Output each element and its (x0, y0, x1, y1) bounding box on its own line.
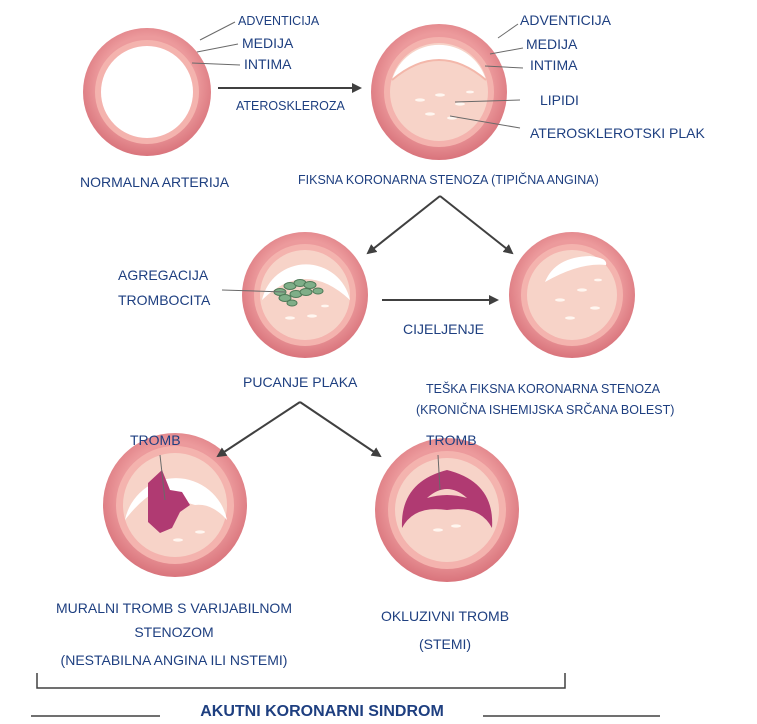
label-ateroskleroza: ATEROSKLEROZA (236, 98, 345, 114)
label-lipidi: LIPIDI (540, 92, 579, 108)
label-teska-stenoza: TEŠKA FIKSNA KORONARNA STENOZA (426, 381, 660, 397)
label-okluzivni-tromb: OKLUZIVNI TROMB (381, 608, 509, 624)
label-muralni-tromb: MURALNI TROMB S VARIJABILNOM (56, 600, 292, 616)
mural-thrombus-artery (103, 433, 247, 577)
label-pucanje-plaka: PUCANJE PLAKA (243, 374, 357, 390)
label-medija-1: MEDIJA (242, 35, 293, 51)
normal-artery (83, 28, 211, 156)
label-kronicna-ishemijska: (KRONIČNA ISHEMIJSKA SRČANA BOLEST) (416, 402, 674, 418)
label-tromb-2: TROMB (426, 432, 477, 448)
label-intima-1: INTIMA (244, 56, 291, 72)
label-medija-2: MEDIJA (526, 36, 577, 52)
fixed-stenosis-artery (371, 24, 507, 160)
label-cijeljenje: CIJELJENJE (403, 321, 484, 337)
label-adventicija-1: ADVENTICIJA (238, 13, 319, 29)
label-akutni-koronarni-sindrom: AKUTNI KORONARNI SINDROM (200, 704, 444, 720)
label-agregacija: AGREGACIJA (118, 267, 208, 283)
label-fiksna-stenoza: FIKSNA KORONARNA STENOZA (TIPIČNA ANGINA… (298, 172, 599, 188)
occlusive-thrombus-artery (375, 438, 519, 582)
label-stenozom: STENOZOM (134, 624, 213, 640)
label-intima-2: INTIMA (530, 57, 577, 73)
severe-stenosis-artery (509, 232, 635, 358)
plaque-rupture-artery (242, 232, 368, 358)
label-aterosklerotski-plak: ATEROSKLEROTSKI PLAK (530, 125, 705, 141)
label-normalna-arterija: NORMALNA ARTERIJA (80, 174, 229, 190)
label-stemi: (STEMI) (419, 636, 471, 652)
label-tromb-1: TROMB (130, 432, 181, 448)
label-nestabilna-angina: (NESTABILNA ANGINA ILI NSTEMI) (61, 652, 288, 668)
label-adventicija-2: ADVENTICIJA (520, 12, 611, 28)
label-trombocita: TROMBOCITA (118, 292, 210, 308)
